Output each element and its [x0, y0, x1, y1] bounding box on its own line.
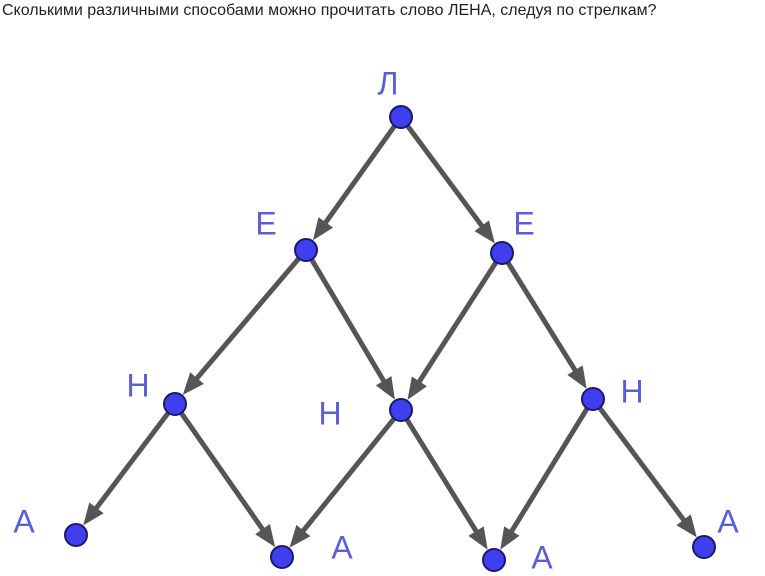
edge-N1-A1 [93, 411, 171, 511]
node-label-A2: А [331, 529, 353, 565]
node-N2 [389, 398, 413, 422]
node-label-N3: Н [620, 373, 643, 409]
node-label-N1: Н [126, 367, 149, 403]
node-E2 [490, 241, 514, 265]
nodes-layer [64, 105, 716, 572]
node-label-A4: А [717, 503, 739, 539]
node-label-E1: Е [255, 205, 276, 241]
node-label-L: Л [378, 65, 399, 101]
edge-E1-N1 [193, 256, 301, 382]
arrowhead-N2-A3 [468, 526, 488, 550]
node-label-E2: Е [513, 205, 534, 241]
edge-E2-N3 [505, 261, 579, 374]
arrowhead-E2-N2 [407, 376, 427, 400]
arrowhead-E1-N1 [182, 372, 204, 395]
edge-L-E2 [405, 124, 485, 229]
node-label-A1: А [13, 503, 35, 539]
node-A1 [64, 523, 88, 547]
edge-N3-A4 [597, 406, 687, 523]
arrowhead-L-E2 [474, 220, 495, 244]
edge-L-E1 [322, 124, 397, 226]
node-L [389, 105, 413, 129]
edge-N2-A3 [404, 418, 480, 535]
node-label-N2: Н [318, 395, 341, 431]
arrowhead-N2-A2 [289, 524, 311, 548]
arrowhead-N1-A2 [255, 523, 276, 548]
node-A2 [270, 545, 294, 569]
question-text: Сколькими различными способами можно про… [2, 2, 657, 19]
arrowhead-N1-A1 [83, 502, 104, 526]
arrowhead-E2-N3 [567, 365, 587, 389]
node-A4 [692, 535, 716, 559]
arrowhead-L-E1 [312, 217, 334, 241]
arrowhead-E1-N2 [375, 376, 395, 400]
labels-layer: Л Е Е Н Н Н А А А А [13, 65, 739, 575]
edge-E2-N2 [416, 260, 499, 385]
edge-N1-A2 [179, 411, 266, 533]
node-E1 [294, 238, 318, 262]
edge-N2-A2 [300, 416, 397, 534]
edge-E1-N2 [309, 258, 387, 384]
arrowhead-N3-A4 [676, 514, 697, 538]
edges-layer [83, 124, 697, 550]
edge-N3-A3 [508, 407, 590, 535]
node-N1 [163, 392, 187, 416]
arrowhead-N3-A3 [500, 526, 520, 550]
node-label-A3: А [531, 539, 553, 575]
node-A3 [482, 548, 506, 572]
node-N3 [581, 387, 605, 411]
